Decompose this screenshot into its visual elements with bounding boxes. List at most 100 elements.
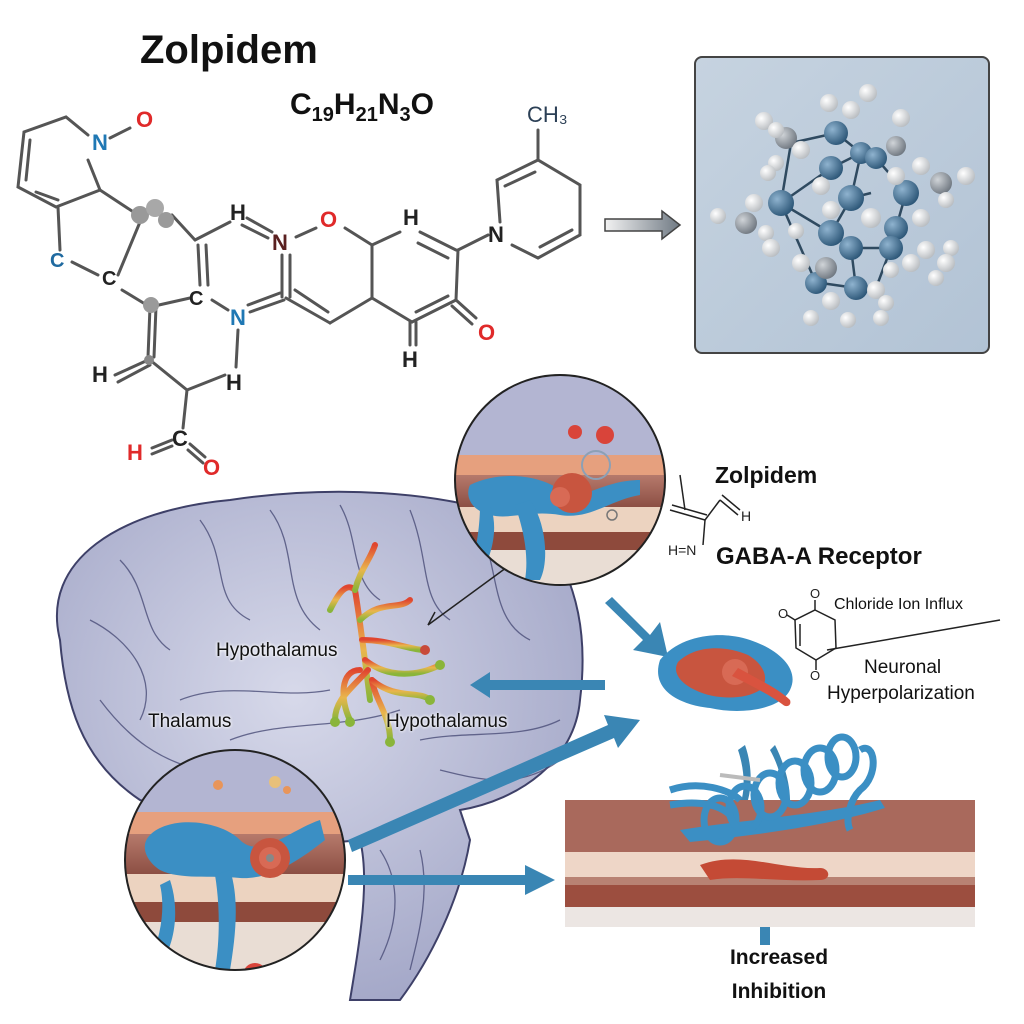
atom-h: H	[403, 205, 419, 230]
drug-title: Zolpidem	[140, 28, 318, 72]
bond	[181, 388, 189, 430]
label-hyperpolarization: Hyperpolarization	[827, 683, 975, 704]
quinone-ring	[786, 600, 1001, 670]
right-arrow-icon	[604, 209, 682, 241]
ball-atom	[144, 355, 154, 365]
arrow-left-icon	[470, 672, 605, 698]
atom-o: O	[320, 207, 338, 232]
arrow-right-icon	[348, 865, 555, 895]
label-side-h: H	[741, 508, 752, 524]
bond	[234, 328, 240, 369]
molecular-formula: C19H21N3O	[290, 88, 434, 127]
bond	[456, 233, 490, 252]
atom-c: C	[172, 426, 188, 451]
ball-atom	[131, 206, 149, 224]
atom-h: H	[226, 370, 242, 395]
label-chloride-ion-influx: Chloride Ion Influx	[834, 596, 963, 613]
atom-o: O	[478, 320, 496, 345]
atom-h: H	[92, 362, 108, 387]
side-structure	[669, 474, 741, 546]
formula-h: H	[333, 88, 356, 121]
formula-n-count: 3	[399, 104, 411, 126]
bond	[185, 373, 227, 392]
atom-h: H	[230, 200, 246, 225]
atom-methyl: CH₃	[527, 102, 568, 127]
bond-double-h	[116, 363, 152, 384]
atom-o: O	[136, 107, 154, 132]
atom-c: C	[50, 250, 65, 272]
model-atoms	[710, 84, 975, 328]
bond	[328, 296, 374, 325]
callout-line	[427, 564, 511, 626]
label-zolpidem: Zolpidem	[715, 462, 818, 488]
bond-double	[196, 243, 202, 287]
label-hypothalamus-upper: Hypothalamus	[216, 640, 338, 661]
label-inhibition: Inhibition	[731, 980, 827, 1003]
label-neuronal: Neuronal	[864, 657, 942, 678]
bond	[343, 226, 374, 247]
bond-inner	[414, 294, 450, 314]
bond	[454, 248, 460, 302]
bond-double	[538, 228, 574, 249]
bond-inner	[293, 288, 330, 314]
bond	[148, 358, 189, 392]
bond-ald-o	[188, 442, 207, 459]
atom-o: O	[203, 455, 221, 480]
label-thalamus: Thalamus	[148, 711, 232, 732]
brain-gyri	[89, 504, 561, 971]
atom-c: C	[189, 288, 204, 310]
bond	[284, 296, 332, 325]
bond	[170, 213, 197, 242]
bond	[116, 220, 142, 277]
atom-h: H	[402, 347, 418, 372]
quinone-o1: O	[810, 586, 821, 601]
atom-n: N	[488, 222, 504, 247]
bond	[410, 298, 458, 324]
ball-atom	[146, 199, 164, 217]
ball-atom	[143, 297, 159, 313]
bond-ald-h	[150, 438, 174, 450]
bond-double	[418, 230, 458, 252]
atom-n: N	[92, 130, 108, 155]
label-side-hn: H=N	[668, 542, 697, 558]
bond	[98, 188, 137, 215]
bond-double	[240, 223, 270, 240]
bond	[210, 298, 230, 312]
carbon-ball-atoms	[131, 199, 174, 365]
bond	[370, 230, 402, 247]
magnifier-bottom-ring	[124, 749, 346, 971]
arrow-up-right-icon	[348, 715, 640, 852]
bond-double	[248, 298, 286, 314]
atom-c: C	[102, 268, 117, 290]
label-hypothalamus-lower: Hypothalamus	[386, 711, 508, 732]
formula-c-count: 19	[311, 104, 334, 126]
label-gaba-a-receptor: GABA-A Receptor	[716, 543, 922, 570]
magnifier-top	[455, 375, 665, 585]
bond	[56, 205, 62, 252]
label-increased: Increased	[729, 946, 829, 969]
bond-double-h	[113, 358, 150, 377]
membrane-section	[565, 733, 975, 927]
quinone-o3: O	[810, 668, 821, 683]
bond-ketone	[450, 304, 474, 326]
formula-h-count: 21	[355, 104, 378, 126]
bond-double	[245, 216, 274, 234]
bond-double	[146, 305, 152, 359]
neuron-terminals	[330, 645, 445, 747]
formula-o: O	[410, 88, 434, 121]
bond	[370, 296, 414, 324]
atom-h: H	[127, 440, 143, 465]
bond	[70, 260, 100, 277]
ball-stick-model	[710, 84, 975, 328]
quinone-o2: O	[778, 606, 789, 621]
arrow-down-right-icon	[605, 597, 668, 657]
bond-double	[204, 243, 210, 287]
formula-n: N	[377, 88, 400, 121]
bond-double	[152, 305, 158, 359]
bond-double	[246, 291, 282, 307]
bond-n-o	[108, 126, 132, 140]
bond-ketone	[454, 298, 478, 320]
